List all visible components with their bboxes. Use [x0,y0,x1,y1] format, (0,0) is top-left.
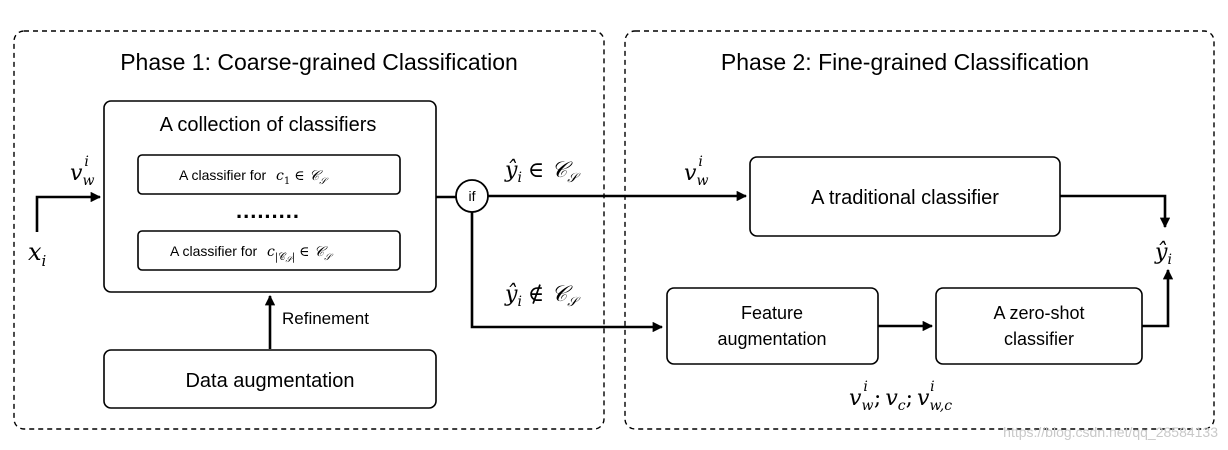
unseen-branch-arrow [470,212,664,333]
ellipsis: ......... [236,198,300,223]
output-y-hat-label: ŷi [1154,240,1172,268]
classifier-collection-title: A collection of classifiers [160,114,377,136]
feature-augmentation-label-line2: augmentation [717,329,826,349]
classifier-1-label: A classifier for c1∈ 𝒞𝒮 [179,167,329,187]
unseen-condition-label: ŷi∉ 𝒞𝒮 [504,282,581,310]
zero-shot-label-line2: classifier [1004,329,1074,349]
input-vector-label: vwi [70,154,94,189]
data-augmentation-box [103,349,437,409]
traditional-output-arrow [1060,194,1171,229]
classifier-n-box [137,230,401,271]
if-label: if [469,188,476,204]
feature-augmentation-label-line1: Feature [741,303,803,323]
phase1-container [13,30,605,430]
traditional-classifier-label: A traditional classifier [811,187,999,209]
seen-condition-label: ŷi∈ 𝒞𝒮 [504,158,581,186]
watermark: https://blog.csdn.net/qq_28584133 [1003,424,1218,440]
phase2-container [624,30,1215,430]
traditional-input-vector-label: vwi [684,154,708,189]
classifier-1-box [137,154,401,195]
phase1-title: Phase 1: Coarse-grained Classification [120,49,518,75]
input-arrow [35,191,102,232]
zero-shot-output-arrow [1142,268,1174,328]
feature-augmentation-box [666,287,879,365]
input-x-label: xi [28,238,47,270]
data-augmentation-label: Data augmentation [185,370,354,392]
refinement-label: Refinement [282,309,369,328]
zero-shot-classifier-box [935,287,1143,365]
phase2-title: Phase 2: Fine-grained Classification [721,49,1089,75]
feature-vectors-label: vwi;vc;vw,ci [849,379,952,414]
zero-shot-label-line1: A zero-shot [993,303,1084,323]
